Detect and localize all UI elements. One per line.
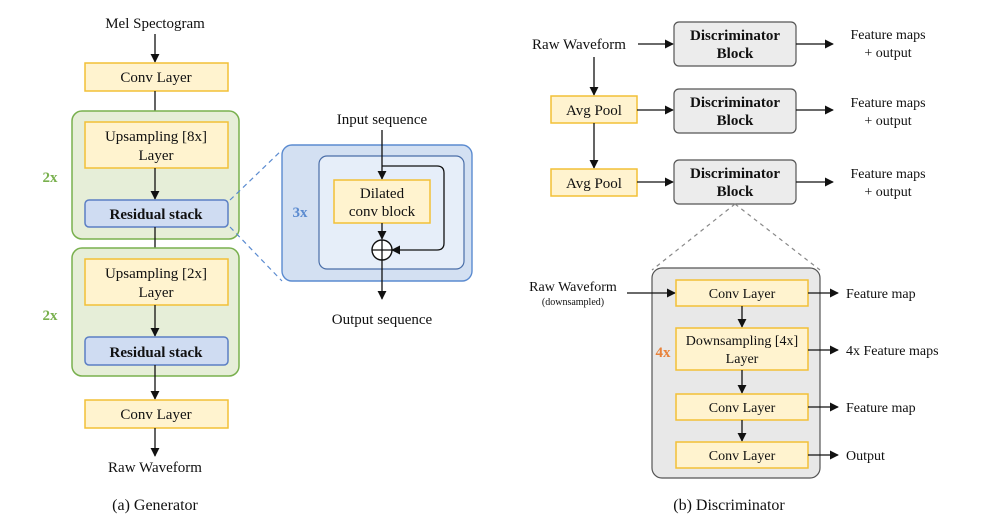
disc-block-detail-panel: 4x Raw Waveform (downsampled) Conv Layer… bbox=[529, 203, 939, 479]
residual-stack-1-label: Residual stack bbox=[110, 207, 204, 223]
disc-detail-downsampling bbox=[675, 327, 809, 371]
disc-detail-downsampling-label-1: Downsampling [4x] bbox=[686, 334, 798, 349]
generator-conv-top bbox=[84, 62, 229, 92]
disc-block-2 bbox=[673, 88, 797, 134]
disc-detail-conv-2-label: Conv Layer bbox=[709, 401, 776, 416]
disc-detail-input-label-2: (downsampled) bbox=[542, 297, 604, 308]
disc-out-3-label-2: + output bbox=[864, 185, 911, 200]
dilated-conv-label-1: Dilated bbox=[360, 186, 405, 202]
disc-detail-out-4: Output bbox=[846, 449, 885, 464]
generator-input-label: Mel Spectogram bbox=[105, 16, 205, 32]
residual-stack-2 bbox=[84, 336, 229, 366]
residual-detail-panel: 3x Input sequence Dilated conv block Out… bbox=[229, 112, 473, 328]
disc-zoom-line-right bbox=[734, 203, 821, 271]
disc-out-3-label-1: Feature maps bbox=[850, 167, 925, 182]
generator-output-label: Raw Waveform bbox=[108, 460, 202, 476]
generator-conv-bottom bbox=[84, 399, 229, 429]
disc-detail-out-3: Feature map bbox=[846, 401, 916, 416]
disc-block-1-label-2: Block bbox=[717, 46, 754, 62]
disc-block-3-label-2: Block bbox=[717, 184, 754, 200]
disc-out-2-label-1: Feature maps bbox=[850, 96, 925, 111]
avg-pool-2-label: Avg Pool bbox=[566, 176, 622, 192]
upsampling-8x-label-1: Upsampling [8x] bbox=[105, 129, 207, 145]
disc-detail-out-1: Feature map bbox=[846, 287, 916, 302]
generator-block-1-repeat: 2x bbox=[43, 170, 59, 186]
avg-pool-1 bbox=[550, 95, 638, 124]
generator-panel: Mel Spectogram Conv Layer 2x Upsampling … bbox=[43, 16, 240, 514]
dilated-conv-block bbox=[333, 179, 431, 224]
dilated-conv-label-2: conv block bbox=[349, 204, 416, 220]
disc-out-1-label-2: + output bbox=[864, 46, 911, 61]
disc-input-label: Raw Waveform bbox=[532, 37, 626, 53]
disc-detail-conv-3 bbox=[675, 441, 809, 469]
disc-detail-repeat: 4x bbox=[656, 345, 672, 361]
disc-block-1-label-1: Discriminator bbox=[690, 28, 780, 44]
upsampling-8x-layer bbox=[84, 121, 229, 169]
avg-pool-1-label: Avg Pool bbox=[566, 103, 622, 119]
disc-block-3-label-1: Discriminator bbox=[690, 166, 780, 182]
disc-out-2-label-2: + output bbox=[864, 114, 911, 129]
upsampling-2x-layer bbox=[84, 258, 229, 306]
disc-detail-container bbox=[651, 267, 821, 479]
disc-block-2-label-2: Block bbox=[717, 113, 754, 129]
residual-input-label: Input sequence bbox=[337, 112, 428, 128]
residual-stack-1 bbox=[84, 199, 229, 228]
upsampling-2x-label-1: Upsampling [2x] bbox=[105, 266, 207, 282]
disc-detail-conv-1-label: Conv Layer bbox=[709, 287, 776, 302]
disc-detail-out-2: 4x Feature maps bbox=[846, 344, 939, 359]
generator-block-2-repeat: 2x bbox=[43, 308, 59, 324]
zoom-line-bottom bbox=[229, 226, 283, 282]
generator-conv-bottom-label: Conv Layer bbox=[120, 407, 191, 423]
residual-stack-2-label: Residual stack bbox=[110, 345, 204, 361]
zoom-line-top bbox=[229, 149, 283, 201]
upsampling-8x-label-2: Layer bbox=[139, 148, 174, 164]
disc-detail-conv-1 bbox=[675, 279, 809, 307]
generator-conv-top-label: Conv Layer bbox=[120, 70, 191, 86]
disc-block-2-label-1: Discriminator bbox=[690, 95, 780, 111]
disc-out-1-label-1: Feature maps bbox=[850, 28, 925, 43]
disc-zoom-line-left bbox=[651, 203, 736, 271]
skip-connection bbox=[382, 165, 445, 255]
upsampling-2x-label-2: Layer bbox=[139, 285, 174, 301]
disc-detail-input-label-1: Raw Waveform bbox=[529, 280, 617, 295]
disc-detail-conv-3-label: Conv Layer bbox=[709, 449, 776, 464]
discriminator-panel: Raw Waveform Discriminator Block Feature… bbox=[532, 21, 926, 514]
discriminator-caption: (b) Discriminator bbox=[673, 497, 785, 514]
generator-caption: (a) Generator bbox=[112, 497, 198, 514]
disc-detail-downsampling-label-2: Layer bbox=[726, 352, 759, 367]
residual-repeat: 3x bbox=[293, 205, 309, 221]
residual-output-label: Output sequence bbox=[332, 312, 433, 328]
